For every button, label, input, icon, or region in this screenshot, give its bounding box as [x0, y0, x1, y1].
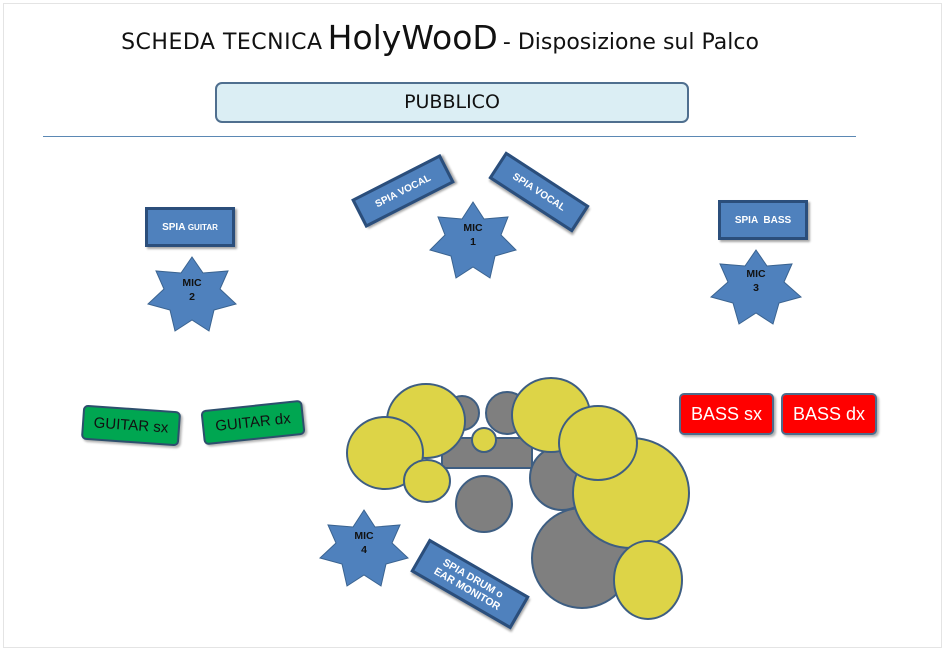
cymbal-2 [346, 416, 424, 490]
bass-monitor: SPIA BASS [718, 200, 808, 240]
mic-3-label: MIC [746, 268, 766, 280]
guitar-monitor: SPIA GUITAR [145, 207, 235, 247]
guitar-amp-left-label: GUITAR sx [93, 414, 169, 437]
mic-1-star [429, 201, 517, 279]
page-frame [3, 3, 942, 648]
title-suffix: - Disposizione sul Palco [502, 30, 759, 55]
title-prefix: SCHEDA TECNICA [121, 30, 323, 55]
stage-edge-line [43, 136, 856, 137]
guitar-amp-left: GUITAR sx [80, 404, 182, 447]
bass-amp-right-label: BASS dx [792, 403, 866, 424]
mic-2: MIC 2 [147, 255, 237, 333]
bass-amp-left: BASS sx [679, 393, 774, 435]
mic-1-label: MIC [463, 222, 483, 234]
cymbal-4 [558, 405, 638, 481]
mic-2-number: 2 [189, 291, 195, 303]
mic-4-star [319, 509, 409, 587]
guitar-monitor-label: SPIA GUITAR [162, 222, 218, 233]
mic-4-number: 4 [361, 544, 367, 556]
guitar-monitor-prefix: SPIA [162, 221, 186, 233]
snare-drum [455, 475, 513, 533]
bass-amp-left-label: BASS sx [690, 403, 763, 424]
mic-3: MIC 3 [709, 248, 803, 326]
mic-2-star [147, 256, 237, 332]
guitar-monitor-suffix: GUITAR [187, 222, 218, 232]
audience-box: PUBBLICO [215, 82, 689, 123]
mic-1: MIC 1 [429, 200, 517, 280]
mic-3-star [709, 249, 803, 325]
mic-3-number: 3 [753, 282, 759, 294]
guitar-amp-right-label: GUITAR dx [214, 410, 292, 435]
cymbal-5 [613, 540, 683, 620]
band-name: HolyWooD [327, 18, 498, 57]
splash-cymbal [471, 427, 497, 453]
mic-2-label: MIC [182, 277, 202, 289]
hi-hat [403, 459, 451, 503]
mic-4: MIC 4 [319, 508, 409, 588]
bass-amp-right: BASS dx [781, 393, 877, 435]
audience-label: PUBBLICO [404, 91, 500, 113]
bass-monitor-label: SPIA BASS [734, 214, 792, 226]
page-title: SCHEDA TECNICA HolyWooD - Disposizione s… [0, 18, 880, 57]
mic-1-number: 1 [470, 236, 476, 248]
mic-4-label: MIC [354, 530, 374, 542]
